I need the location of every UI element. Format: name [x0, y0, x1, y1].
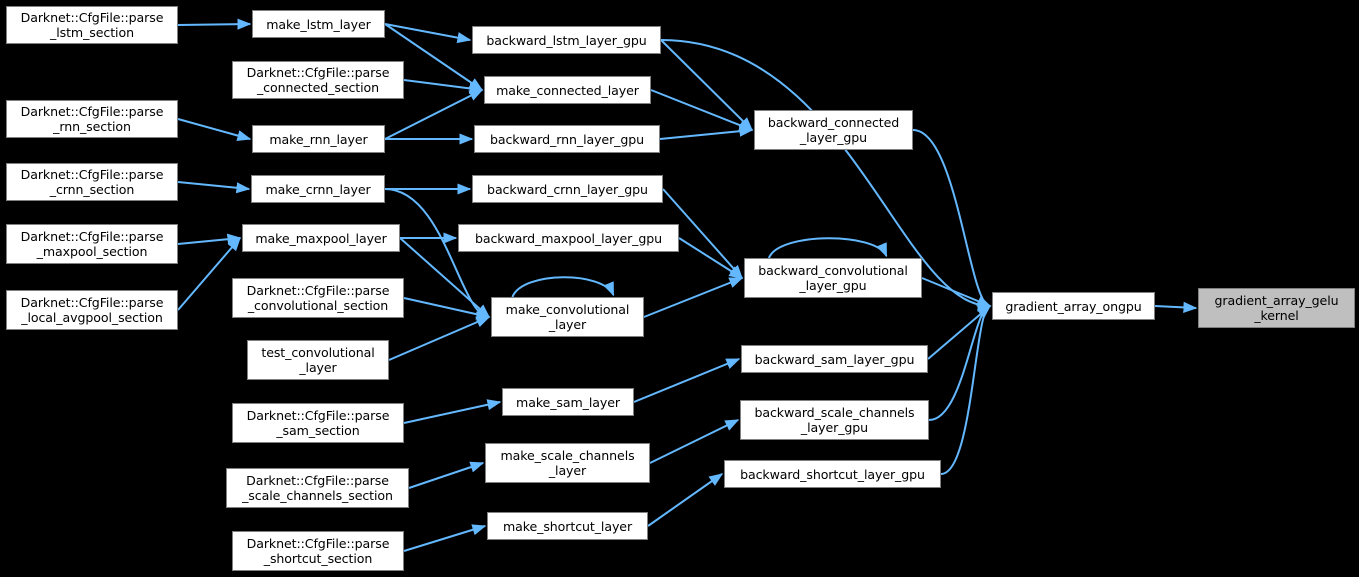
graph-node-gradient_array_ongpu[interactable]: gradient_array_ongpu: [992, 292, 1155, 320]
graph-edge-make_maxpool_layer-to-make_conv_layer: [399, 237, 491, 318]
graph-node-label: Darknet::CfgFile::parse _sam_section: [246, 408, 390, 438]
graph-node-label: backward_convolutional _layer_gpu: [758, 263, 908, 293]
graph-edge-backward_maxpool_gpu-to-backward_conv_gpu: [678, 237, 744, 279]
graph-node-parse_maxpool[interactable]: Darknet::CfgFile::parse _maxpool_section: [6, 224, 178, 264]
graph-node-make_crnn_layer[interactable]: make_crnn_layer: [251, 175, 385, 203]
graph-node-make_scale_layer[interactable]: make_scale_channels _layer: [485, 443, 650, 483]
graph-node-label: make_scale_channels _layer: [500, 448, 635, 478]
graph-edge-parse_crnn-to-make_crnn_layer: [177, 181, 251, 194]
graph-edge-test_conv_layer-to-make_conv_layer: [388, 316, 491, 361]
graph-node-backward_conv_gpu[interactable]: backward_convolutional _layer_gpu: [744, 258, 922, 298]
graph-node-backward_crnn_gpu[interactable]: backward_crnn_layer_gpu: [472, 175, 663, 203]
graph-node-label: test_convolutional _layer: [261, 345, 375, 375]
graph-node-label: make_crnn_layer: [265, 181, 371, 197]
graph-node-make_rnn_layer[interactable]: make_rnn_layer: [252, 125, 385, 153]
graph-node-parse_local_avgpool[interactable]: Darknet::CfgFile::parse _local_avgpool_s…: [6, 290, 178, 330]
graph-node-label: gradient_array_gelu _kernel: [1214, 293, 1339, 323]
graph-edge-make_rnn_layer-to-make_connected_layer: [384, 89, 484, 140]
graph-edge-make_scale_layer-to-backward_scale_gpu: [649, 419, 740, 464]
graph-node-make_sam_layer[interactable]: make_sam_layer: [502, 388, 634, 416]
graph-edge-backward_shortcut_gpu-to-gradient_array_ongpu: [940, 300, 992, 475]
graph-edge-backward_sam_gpu-to-gradient_array_ongpu: [927, 305, 992, 360]
graph-node-label: Darknet::CfgFile::parse _connected_secti…: [246, 65, 390, 95]
graph-node-label: Darknet::CfgFile::parse _scale_channels_…: [242, 473, 393, 503]
graph-node-parse_connected[interactable]: Darknet::CfgFile::parse _connected_secti…: [232, 61, 404, 99]
graph-node-parse_rnn[interactable]: Darknet::CfgFile::parse _rnn_section: [6, 100, 178, 138]
graph-edge-make_shortcut_layer-to-backward_shortcut_gpu: [647, 473, 724, 527]
graph-node-make_conv_layer[interactable]: make_convolutional _layer: [491, 297, 644, 337]
graph-edge-make_lstm_layer-to-make_connected_layer: [384, 23, 484, 91]
graph-edge-make_conv_layer-to-make_conv_layer: [511, 276, 615, 298]
graph-edge-backward_lstm_gpu-to-backward_connected_gpu: [660, 39, 753, 131]
graph-edge-backward_scale_gpu-to-gradient_array_ongpu: [928, 300, 992, 421]
graph-node-label: Darknet::CfgFile::parse _maxpool_section: [20, 229, 164, 259]
graph-edge-parse_maxpool-to-make_maxpool_layer: [177, 233, 242, 245]
graph-node-label: backward_sam_layer_gpu: [754, 351, 915, 367]
graph-node-label: make_sam_layer: [516, 394, 620, 410]
graph-edge-make_conv_layer-to-backward_conv_gpu: [643, 277, 744, 318]
graph-node-label: Darknet::CfgFile::parse _convolutional_s…: [246, 283, 390, 313]
graph-node-parse_crnn[interactable]: Darknet::CfgFile::parse _crnn_section: [6, 163, 178, 201]
graph-edge-parse_rnn-to-make_rnn_layer: [177, 118, 252, 142]
graph-edge-parse_scale_channels-to-make_scale_layer: [408, 461, 485, 489]
graph-edge-backward_rnn_gpu-to-backward_connected_gpu: [659, 125, 754, 140]
graph-node-parse_sam[interactable]: Darknet::CfgFile::parse _sam_section: [232, 403, 404, 443]
graph-edge-make_sam_layer-to-backward_sam_gpu: [633, 358, 741, 403]
graph-node-label: Darknet::CfgFile::parse _crnn_section: [20, 167, 164, 197]
graph-node-label: Darknet::CfgFile::parse _rnn_section: [20, 104, 164, 134]
graph-node-label: backward_rnn_layer_gpu: [489, 131, 645, 147]
graph-edge-backward_conv_gpu-to-backward_conv_gpu: [767, 237, 888, 259]
graph-node-backward_shortcut_gpu[interactable]: backward_shortcut_layer_gpu: [724, 460, 941, 488]
graph-edge-parse_connected-to-make_connected_layer: [403, 79, 484, 94]
graph-node-label: make_connected_layer: [496, 82, 639, 98]
graph-node-backward_rnn_gpu[interactable]: backward_rnn_layer_gpu: [474, 125, 660, 153]
graph-node-parse_conv[interactable]: Darknet::CfgFile::parse _convolutional_s…: [232, 278, 404, 318]
graph-node-label: gradient_array_ongpu: [1005, 298, 1142, 314]
graph-edge-parse_local_avgpool-to-make_maxpool_layer: [177, 236, 241, 311]
graph-node-label: backward_crnn_layer_gpu: [487, 181, 648, 197]
graph-node-parse_lstm[interactable]: Darknet::CfgFile::parse _lstm_section: [6, 6, 178, 44]
graph-node-make_lstm_layer[interactable]: make_lstm_layer: [252, 10, 385, 38]
graph-node-label: make_shortcut_layer: [502, 518, 633, 534]
graph-node-backward_lstm_gpu[interactable]: backward_lstm_layer_gpu: [472, 26, 661, 54]
graph-edge-backward_crnn_gpu-to-backward_conv_gpu: [662, 188, 743, 280]
graph-node-parse_scale_channels[interactable]: Darknet::CfgFile::parse _scale_channels_…: [226, 468, 409, 508]
graph-edge-parse_lstm-to-make_lstm_layer: [177, 18, 252, 30]
graph-node-backward_maxpool_gpu[interactable]: backward_maxpool_layer_gpu: [458, 224, 679, 252]
graph-edge-parse_sam-to-make_sam_layer: [403, 399, 502, 424]
graph-edge-make_lstm_layer-to-backward_lstm_gpu: [384, 23, 472, 44]
graph-node-make_connected_layer[interactable]: make_connected_layer: [484, 76, 651, 104]
graph-node-make_shortcut_layer[interactable]: make_shortcut_layer: [487, 512, 648, 540]
graph-node-label: Darknet::CfgFile::parse _local_avgpool_s…: [20, 295, 164, 325]
graph-node-label: Darknet::CfgFile::parse _lstm_section: [20, 10, 164, 40]
graph-edge-parse_conv-to-make_conv_layer: [403, 297, 491, 320]
graph-node-label: backward_connected _layer_gpu: [767, 115, 900, 145]
graph-node-label: make_rnn_layer: [269, 131, 368, 147]
graph-node-label: backward_lstm_layer_gpu: [486, 32, 647, 48]
graph-node-backward_sam_gpu[interactable]: backward_sam_layer_gpu: [741, 345, 928, 373]
graph-edge-parse_shortcut-to-make_shortcut_layer: [403, 524, 487, 552]
graph-node-backward_connected_gpu[interactable]: backward_connected _layer_gpu: [754, 110, 913, 150]
graph-node-test_conv_layer[interactable]: test_convolutional _layer: [247, 340, 389, 380]
graph-node-make_maxpool_layer[interactable]: make_maxpool_layer: [242, 224, 400, 252]
graph-edge-make_connected_layer-to-backward_connected_gpu: [650, 89, 754, 131]
graph-node-label: backward_shortcut_layer_gpu: [740, 466, 925, 482]
graph-edge-gradient_array_ongpu-to-gradient_array_gelu: [1154, 301, 1198, 313]
graph-node-gradient_array_gelu[interactable]: gradient_array_gelu _kernel: [1198, 288, 1355, 328]
graph-node-label: backward_maxpool_layer_gpu: [474, 230, 663, 246]
graph-node-label: make_lstm_layer: [266, 16, 371, 32]
graph-node-backward_scale_gpu[interactable]: backward_scale_channels _layer_gpu: [740, 400, 929, 440]
graph-node-label: backward_scale_channels _layer_gpu: [754, 405, 915, 435]
graph-node-label: make_convolutional _layer: [505, 302, 630, 332]
graph-node-label: Darknet::CfgFile::parse _shortcut_sectio…: [246, 536, 390, 566]
graph-node-label: make_maxpool_layer: [255, 230, 387, 246]
graph-node-parse_shortcut[interactable]: Darknet::CfgFile::parse _shortcut_sectio…: [232, 531, 404, 571]
